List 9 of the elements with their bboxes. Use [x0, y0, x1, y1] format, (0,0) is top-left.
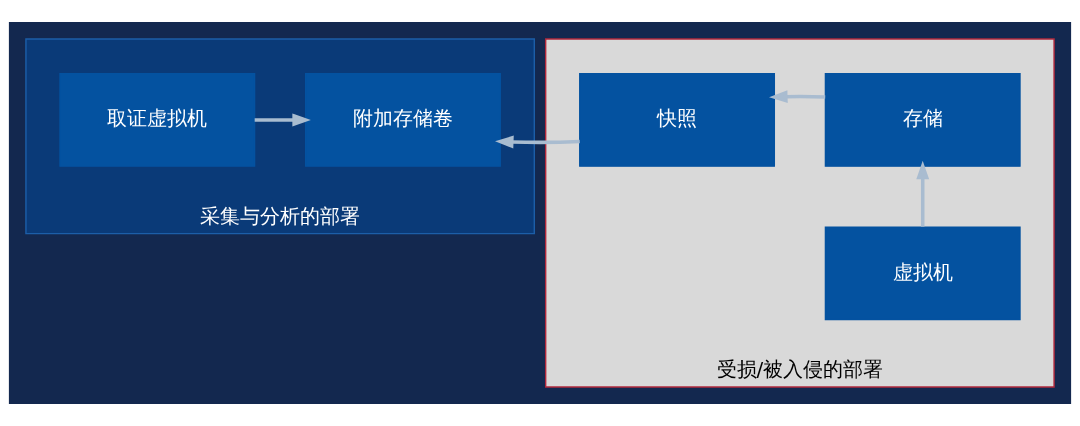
arrow [254, 113, 311, 127]
node-box: 虚拟机 [824, 226, 1021, 321]
node-box: 取证虚拟机 [59, 73, 256, 167]
node-box: 快照 [579, 73, 775, 167]
node-box: 附加存储卷 [305, 73, 501, 167]
arrow [769, 90, 826, 104]
node-box: 存储 [824, 73, 1021, 167]
arrow [916, 160, 930, 227]
arrow [495, 135, 580, 149]
